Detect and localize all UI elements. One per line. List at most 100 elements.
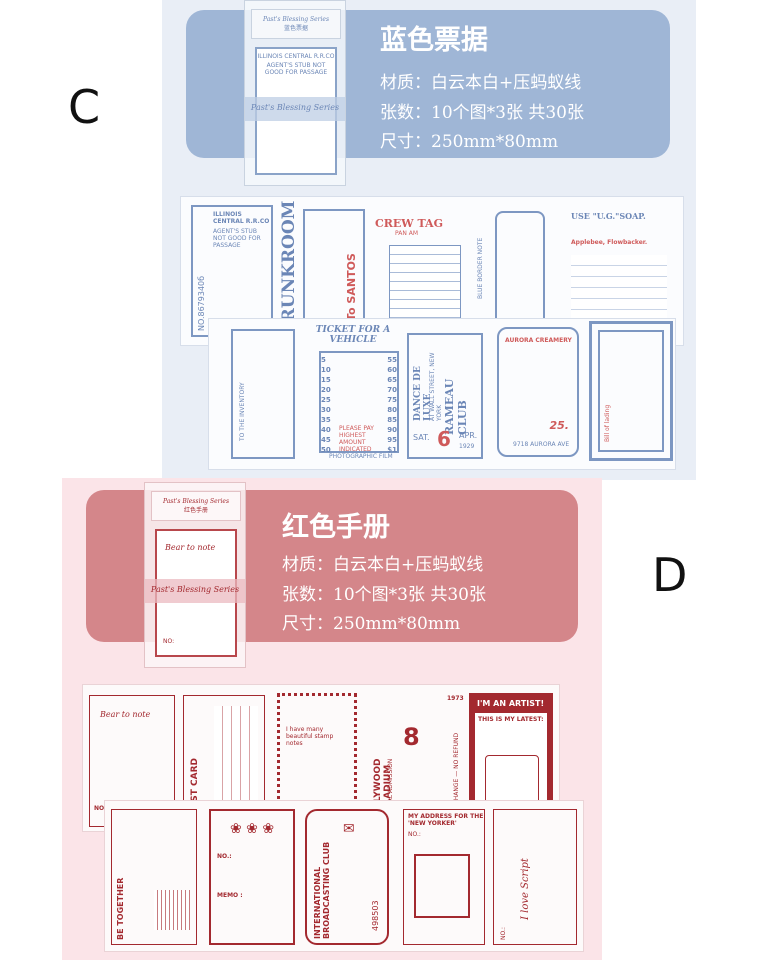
- ticket-inventory: TO THE INVENTORY: [231, 329, 295, 459]
- bear-head: Bear to note: [100, 710, 151, 719]
- ticket-number: NO.8679340б: [197, 275, 206, 331]
- section-d-letter: D: [652, 548, 688, 602]
- blue-ticket-strip-2: TO THE INVENTORY TICKET FOR A VEHICLE 5 1…: [208, 318, 676, 470]
- vehicle-number-right-4: 75: [387, 396, 397, 404]
- vehicle-number-left-5: 30: [321, 406, 331, 414]
- section-d-spec-size: 尺寸：250mm*80mm: [282, 614, 461, 634]
- ticket-crew-tag: CREW TAG PAN AM: [373, 205, 467, 337]
- refund-year: 1973: [447, 695, 464, 702]
- ticket-flowers: ❀ ❀ ❀ NO.: MEMO :: [209, 809, 295, 945]
- section-c-spec-count: 张数：10个图*3张 共30张: [380, 103, 584, 123]
- package-ticket-no: NO:: [163, 638, 175, 645]
- section-d-spec-count: 张数：10个图*3张 共30张: [282, 585, 486, 605]
- vehicle-number-left-6: 35: [321, 416, 331, 424]
- rameau-year: 1929: [459, 443, 475, 450]
- ticket-i-love-script: I love Script NO.:: [493, 809, 577, 945]
- new-yorker-no: NO.:: [408, 831, 421, 838]
- ticket-trunkroom-frame: To SANTOS: [303, 209, 365, 331]
- vehicle-number-left-1: 10: [321, 366, 331, 374]
- vehicle-number-left-0: 5: [321, 356, 326, 364]
- script-label: I love Script: [520, 858, 531, 920]
- ticket-crew-head: CREW TAG: [375, 217, 443, 230]
- package-band: Past's Blessing Series: [145, 579, 245, 603]
- ticket-bill-of-lading: Bill of lading: [589, 321, 673, 461]
- section-c-spec-material: 材质：白云本白+压蚂蚁线: [380, 73, 582, 93]
- ticket-trunkroom-label: TRUNKROOM: [279, 200, 299, 335]
- vehicle-number-right-2: 65: [387, 376, 397, 384]
- ticket-rameau-club: DANCE DE LUXE AT WALL STREET, NEW YORK R…: [405, 323, 495, 461]
- rameau-month: APR.: [459, 431, 478, 440]
- vehicle-number-right-9: $1: [387, 446, 397, 454]
- broadcasting-number: 498503: [371, 900, 380, 931]
- section-c-letter: C: [68, 80, 101, 134]
- ticket-new-yorker: MY ADDRESS FOR THE 'NEW YORKER' NO.:: [403, 809, 485, 945]
- vehicle-foot: PLEASE PAY HIGHEST AMOUNT INDICATED: [339, 425, 374, 453]
- vehicle-number-left-3: 20: [321, 386, 331, 394]
- together-barcode: [154, 890, 190, 930]
- vehicle-number-left-4: 25: [321, 396, 331, 404]
- aurora-head: AURORA CREAMERY: [505, 337, 572, 344]
- vehicle-number-left-8: 45: [321, 436, 331, 444]
- ticket-crew-sub: PAN AM: [395, 230, 419, 237]
- stamp-icon: ✉: [343, 821, 355, 837]
- package-ticket-head: ILLINOIS CENTRAL R.R.CO: [257, 53, 335, 60]
- package-band-series: Past's Blessing Series: [250, 103, 340, 112]
- vehicle-number-right-7: 90: [387, 426, 397, 434]
- new-yorker-frame: [414, 854, 470, 918]
- stamp-head: I have many beautiful stamp notes: [286, 726, 334, 747]
- vehicle-number-right-5: 80: [387, 406, 397, 414]
- ticket-santos-label: To SANTOS: [345, 253, 358, 321]
- package-ticket-sub: AGENT'S STUB NOT GOOD FOR PASSAGE: [264, 62, 328, 76]
- vehicle-number-left-2: 15: [321, 376, 331, 384]
- ticket-hollywood: HOLLYWOOD PALLADIUM GENERAL ADMISSION 8: [369, 693, 441, 825]
- package-series: Past's Blessing Series: [262, 16, 330, 23]
- section-d-title: 红色手册: [282, 512, 390, 543]
- rameau-club-name: RAMEAU CLUB: [443, 378, 469, 435]
- hollywood-number: 8: [403, 723, 420, 751]
- rameau-day: SAT.: [413, 433, 430, 442]
- package-header: Past's Blessing Series 蓝色票据: [251, 9, 341, 39]
- section-c-spec-size: 尺寸：250mm*80mm: [380, 132, 559, 152]
- ticket-soap-head: USE "U.G."SOAP.: [571, 211, 646, 221]
- ticket-note-label: BLUE BORDER NOTE: [477, 237, 484, 299]
- blue-package: Past's Blessing Series 蓝色票据 ILLINOIS CEN…: [244, 0, 346, 186]
- ticket-inventory-label: TO THE INVENTORY: [239, 382, 246, 441]
- script-no: NO.:: [500, 927, 507, 940]
- ticket-soap-sub: Applebee, Flowbacker.: [571, 239, 648, 246]
- red-package: Past's Blessing Series 红色手册 Bear to note…: [144, 482, 246, 668]
- package-band: Past's Blessing Series: [245, 97, 345, 121]
- aurora-foot: 9718 AURORA AVE: [513, 441, 570, 448]
- ticket-sub: AGENT'S STUB NOT GOOD FOR PASSAGE: [213, 228, 261, 249]
- rameau-address: AT WALL STREET, NEW YORK: [429, 352, 443, 421]
- vehicle-number-right-3: 70: [387, 386, 397, 394]
- together-label: BE TOGETHER: [116, 877, 125, 940]
- ticket-be-together: BE TOGETHER: [111, 809, 197, 945]
- package-name: 蓝色票据: [283, 25, 308, 32]
- artist-sub: THIS IS MY LATEST:: [478, 716, 544, 723]
- broadcasting-label: INTERNATIONAL BROADCASTING CLUB: [313, 841, 331, 939]
- package-header: Past's Blessing Series 红色手册: [151, 491, 241, 521]
- vehicle-bottom: PHOTOGRAPHIC FILM: [329, 453, 393, 460]
- vehicle-number-right-0: 55: [387, 356, 397, 364]
- artist-head: I'M AN ARTIST!: [477, 699, 545, 708]
- ticket-post-card: POST CARD: [183, 695, 265, 827]
- package-series: Past's Blessing Series: [162, 498, 230, 505]
- bill-label: Bill of lading: [604, 404, 611, 442]
- ticket-soap-lines: [571, 255, 667, 325]
- section-d-spec-material: 材质：白云本白+压蚂蚁线: [282, 555, 484, 575]
- package-ticket-head: Bear to note: [165, 543, 216, 552]
- rameau-frame: DANCE DE LUXE AT WALL STREET, NEW YORK R…: [407, 333, 483, 459]
- rameau-date: 6: [437, 427, 451, 451]
- flowers-no: NO.:: [217, 853, 232, 860]
- ticket-crew-lines: [389, 245, 461, 327]
- ticket-vehicle-head: TICKET FOR A VEHICLE: [315, 325, 391, 345]
- vehicle-number-right-1: 60: [387, 366, 397, 374]
- aurora-number: 25.: [549, 419, 570, 432]
- vehicle-number-right-6: 85: [387, 416, 397, 424]
- section-c-title: 蓝色票据: [380, 25, 488, 56]
- ticket-soap: USE "U.G."SOAP. Applebee, Flowbacker.: [565, 205, 675, 337]
